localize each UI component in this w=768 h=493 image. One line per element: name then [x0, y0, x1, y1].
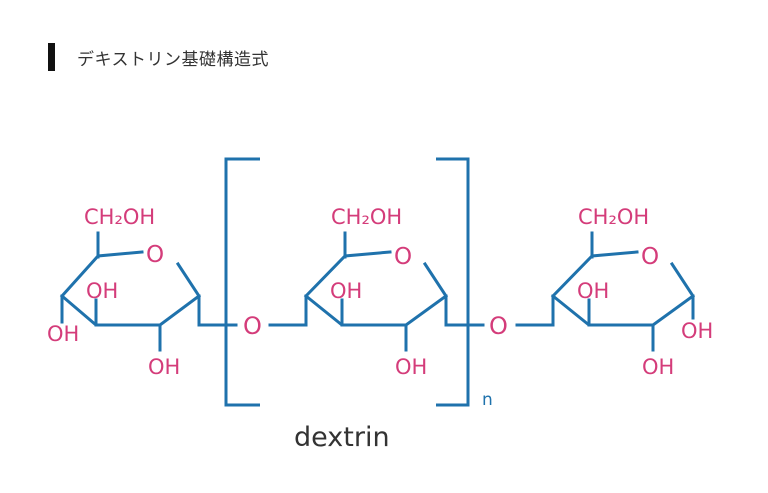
ch2oh-label: CH₂OH — [331, 205, 402, 229]
ring-bonds — [303, 250, 449, 327]
glucose-unit-middle: CH₂OH O OH OH — [303, 205, 449, 379]
ring-oxygen-label: O — [641, 244, 659, 270]
oh3-label: OH — [86, 279, 118, 303]
ch2oh-label: CH₂OH — [578, 205, 649, 229]
ring-oxygen-label: O — [146, 242, 164, 268]
glycosidic-link-2: O — [444, 294, 555, 340]
diagram-caption: dextrin — [294, 422, 390, 453]
glucose-unit-left: CH₂OH O OH OH OH — [47, 205, 202, 379]
oh2-label: OH — [395, 355, 427, 379]
heading-bar — [48, 43, 55, 71]
ring-bonds — [59, 250, 202, 327]
link-oxygen-label: O — [489, 312, 508, 340]
oh2-label: OH — [148, 355, 180, 379]
heading: デキストリン基礎構造式 — [48, 42, 269, 72]
oh4-label: OH — [47, 322, 79, 346]
link-bond-left — [444, 294, 485, 327]
link-bond-left — [197, 294, 238, 327]
oh3-label: OH — [330, 279, 362, 303]
right-bracket — [436, 157, 470, 407]
oh2-label: OH — [642, 355, 674, 379]
ch2oh-label: CH₂OH — [84, 205, 155, 229]
glycosidic-link-1: O — [197, 294, 308, 340]
oh1-label: OH — [681, 319, 713, 343]
heading-title: デキストリン基礎構造式 — [77, 49, 269, 70]
link-oxygen-label: O — [243, 312, 262, 340]
ring-bonds — [550, 250, 696, 327]
left-bracket — [224, 157, 260, 407]
repeat-n-label: n — [482, 390, 493, 410]
oh3-label: OH — [577, 279, 609, 303]
ring-oxygen-label: O — [394, 244, 412, 270]
glucose-unit-right: CH₂OH O OH OH OH — [550, 205, 713, 379]
